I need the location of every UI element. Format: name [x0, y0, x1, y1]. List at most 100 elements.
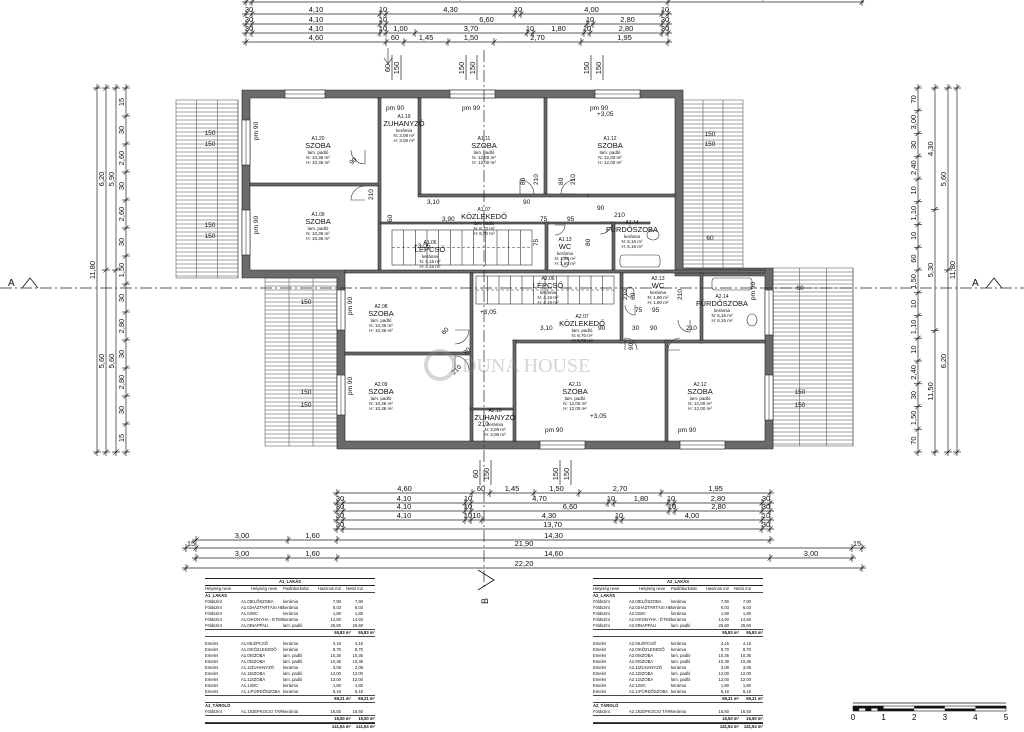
cell-net-area: 3,08: [742, 665, 751, 670]
dimension-label: 10: [615, 511, 623, 520]
cell-net-area: 8,70: [742, 647, 751, 652]
dimension-label: 1,10: [909, 206, 918, 221]
wall-a2-rooms: [344, 351, 471, 356]
room-useful-area: H: 1,80 m²: [554, 261, 576, 266]
cell-id: A1.12: [241, 677, 251, 682]
dimension-label: 30: [245, 0, 253, 2]
plan-label: 60: [440, 326, 450, 336]
column-header: Nettó m2: [346, 586, 363, 591]
dimension-label: 1,50: [117, 263, 126, 278]
cell-net-area: 25,60: [352, 623, 363, 628]
dimension-label: 3,00: [235, 549, 250, 558]
dimension-label: 5,60: [107, 354, 116, 369]
cell-id: A2.08: [629, 653, 639, 658]
room-net-area: N: 10,36 m²: [306, 231, 330, 236]
scale-label: 1: [881, 713, 886, 722]
dimension-label: 1,80: [634, 494, 649, 503]
cell-net-area: 7,90: [742, 599, 751, 604]
dimension-label: 1,60: [305, 549, 320, 558]
dimension-label: 30: [336, 494, 344, 503]
scale-label: 5: [1004, 713, 1009, 722]
dimension-label: 15: [117, 98, 126, 106]
room-floor: kerámia: [557, 251, 574, 256]
plan-label: 3,10: [540, 325, 553, 332]
cell-floor: Emelet: [593, 683, 607, 688]
room-net-area: N: 8,70 m²: [571, 333, 593, 338]
room-name: KÖZLEKEDŐ: [559, 319, 605, 328]
terrace-width-label: 150: [301, 299, 312, 306]
room-name: LÉPCSŐ: [533, 281, 564, 290]
dimension-label: 1,60: [305, 531, 320, 540]
scale-label: 0: [851, 713, 856, 722]
exterior-wall: [241, 89, 774, 450]
cell-useful-area: 12,00: [330, 677, 341, 682]
dimension-label: 3,70: [464, 24, 479, 33]
dimension-label: 70: [909, 95, 918, 103]
dimension-label: 2,80: [620, 15, 635, 24]
room-useful-area: H: 10,36 m²: [306, 236, 330, 241]
plan-label: 80: [520, 177, 527, 185]
cell-floor: Földszint: [205, 617, 222, 622]
cell-id: A2.02: [629, 605, 639, 610]
room-name: SZOBA: [305, 141, 330, 150]
cell-room: SZOBA: [639, 677, 654, 682]
dimension-label: 4,10: [309, 24, 324, 33]
dimension-label: 30: [762, 502, 770, 511]
room-name: FÜRDŐSZOBA: [696, 299, 748, 308]
dimension-label: 30: [245, 15, 253, 24]
dimension-label: 30: [117, 350, 126, 358]
dimension-label: 1,50: [909, 274, 918, 289]
cell-floor: Földszint: [205, 623, 222, 628]
scale-segment: [853, 706, 884, 709]
dimension-label: 15: [117, 434, 126, 442]
plan-label: 80: [585, 238, 592, 246]
room-net-area: N: 3,08 m²: [484, 427, 506, 432]
dimension-label: 4,30: [926, 141, 935, 156]
plan-label: 3,10: [427, 199, 440, 206]
cell-floor: Földszint: [205, 605, 222, 610]
cell-id: A2.14: [629, 689, 639, 694]
cell-flooring: kerámia: [671, 647, 686, 652]
cell-id: A2.07: [629, 647, 639, 652]
wall-a2-12-west: [664, 339, 669, 442]
plan-label: 90: [650, 325, 658, 332]
wall-a2-11-west: [512, 339, 517, 442]
interior-details: [350, 149, 758, 371]
dimension-label: 1,50: [549, 484, 564, 493]
dimension-label: 150: [482, 468, 491, 481]
dimension-label: 30: [762, 494, 770, 503]
cell-floor: Emelet: [205, 671, 219, 676]
dimension-label: 30: [336, 520, 344, 529]
terrace-width-label: 60: [706, 235, 714, 242]
dimension-label: 21,90: [515, 539, 534, 548]
wall-a2-shower: [469, 407, 514, 411]
cell-useful-area: 6,16: [332, 689, 341, 694]
cell-room: HÁZTARTÁSI HELYISÉG: [639, 605, 671, 610]
room-net-area: N: 1,80 m²: [554, 256, 576, 261]
cell-floor: Emelet: [205, 677, 219, 682]
cell-useful-area: 25,60: [330, 623, 341, 628]
room-floor: kerámia: [650, 290, 667, 295]
cell-flooring: lam. padló: [671, 653, 691, 658]
cell-useful-area: 6,03: [332, 605, 341, 610]
dimension-label: 5,30: [926, 263, 935, 278]
cell-floor: Emelet: [205, 683, 219, 688]
room-floor: lam. padló: [371, 318, 392, 323]
room-floor: kerámia: [540, 290, 557, 295]
dimension-label: 150: [594, 62, 603, 75]
terrace-width-label: 150: [705, 141, 716, 148]
subtotal-value: 141,54 m²: [331, 724, 351, 729]
terrace-width-label: 150: [205, 233, 216, 240]
wall-a1-bath-north: [587, 193, 676, 198]
dimension-label: 150: [457, 62, 466, 75]
